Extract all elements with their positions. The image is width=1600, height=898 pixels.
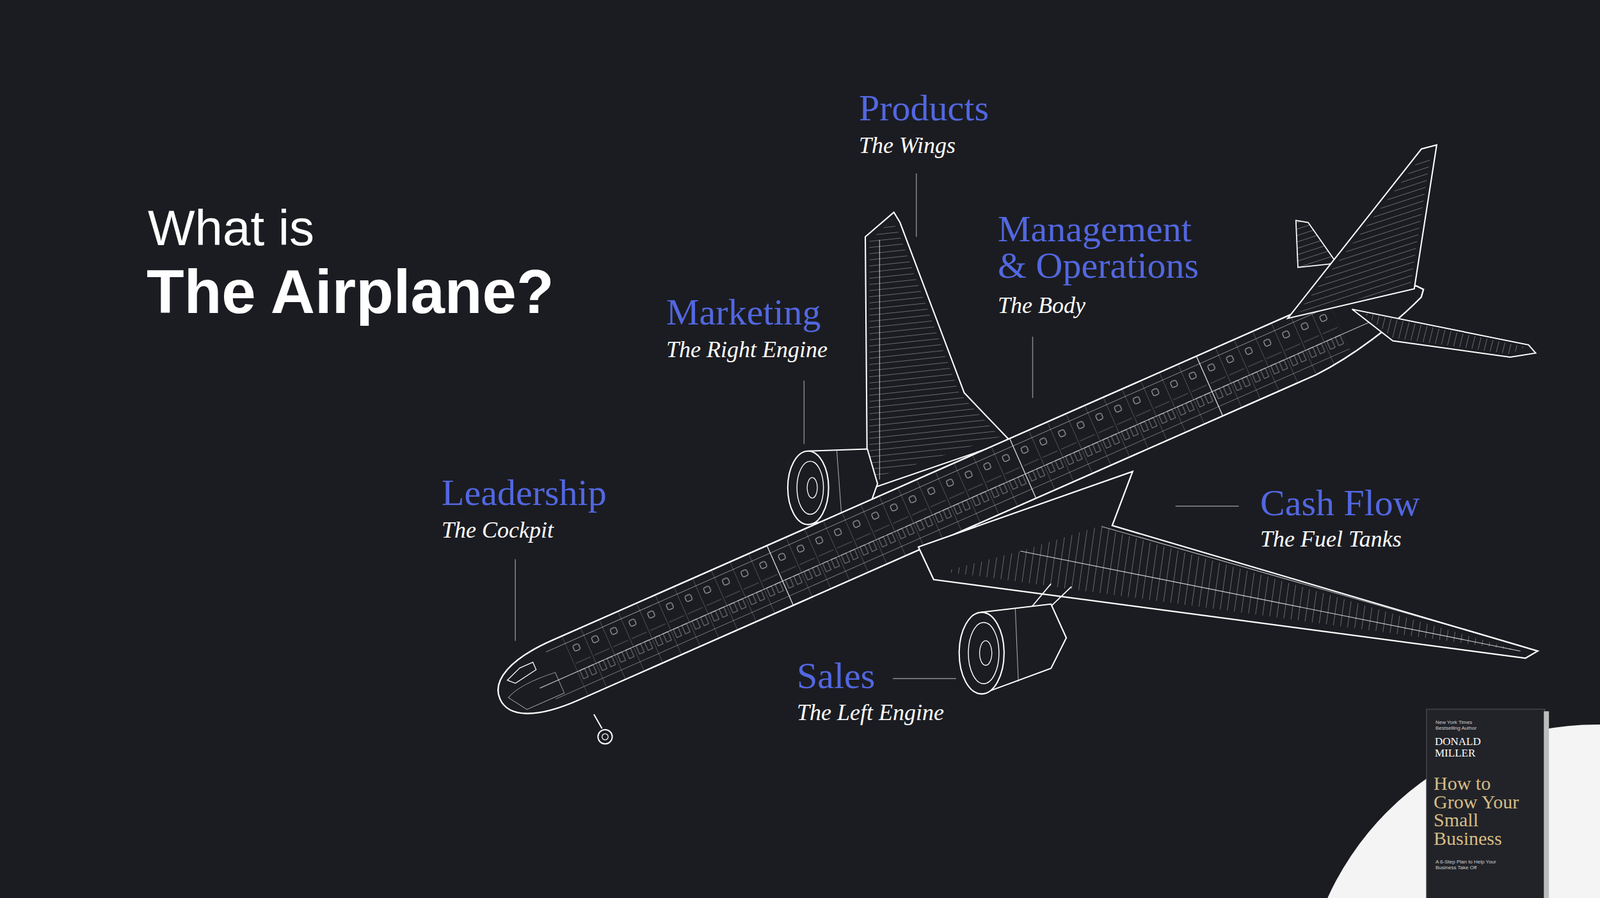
leader-lines — [515, 173, 1239, 679]
part-label: Products — [858, 90, 989, 127]
part-caption: The Fuel Tanks — [1260, 527, 1402, 551]
part-label: Marketing — [666, 294, 822, 331]
part-caption: The Cockpit — [441, 518, 554, 542]
book-subtitle: A 6-Step Plan to Help Your Business Take… — [1435, 858, 1500, 871]
part-caption: The Body — [997, 293, 1086, 317]
part-caption: The Right Engine — [666, 337, 828, 361]
part-label: Management & Operations — [997, 211, 1213, 285]
book-tagline: New York Times Bestselling Author — [1435, 719, 1494, 731]
part-label: Cash Flow — [1260, 485, 1421, 522]
heading-prefix: What is — [147, 202, 315, 253]
part-label: Leadership — [441, 474, 607, 512]
part-label: Sales — [796, 657, 875, 695]
part-caption: The Wings — [858, 133, 956, 157]
book-author: DONALD MILLER — [1434, 736, 1493, 760]
part-caption: The Left Engine — [796, 700, 944, 724]
heading: The Airplane? — [146, 261, 555, 323]
book-title: How to Grow Your Small Business — [1433, 774, 1530, 848]
